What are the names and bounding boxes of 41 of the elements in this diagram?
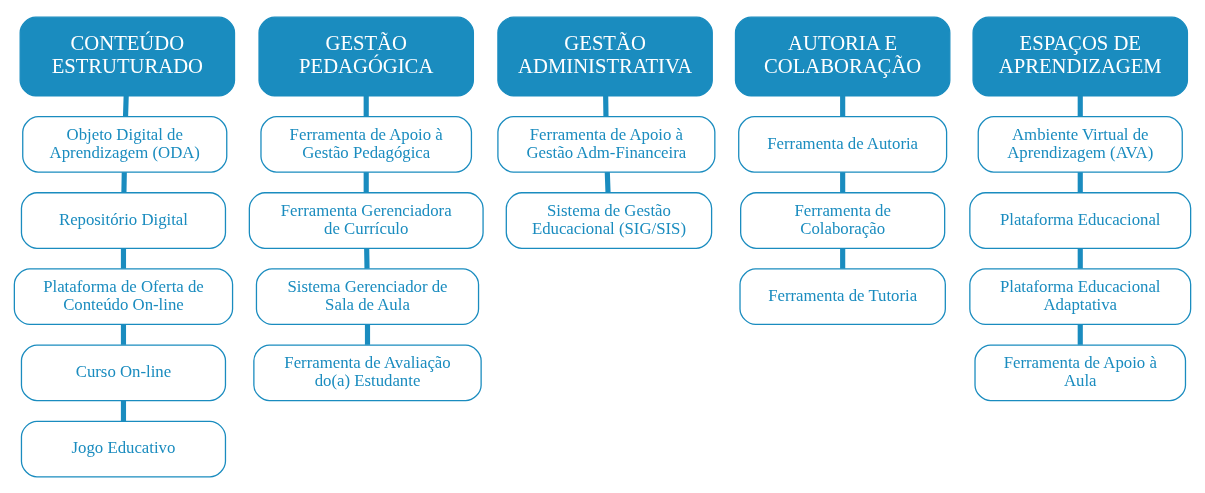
node-box: Plataforma Educacional Adaptativa xyxy=(969,267,1192,325)
connector xyxy=(1077,95,1083,116)
connector xyxy=(1077,324,1083,345)
node-box: Sistema Gerenciador de Sala de Aula xyxy=(255,267,480,325)
connector xyxy=(120,400,127,421)
node-box: Ferramenta Gerenciadora de Currículo xyxy=(248,191,484,249)
connector xyxy=(840,95,846,116)
node-box: Plataforma de Oferta de Conteúdo On-line xyxy=(13,267,234,325)
node-box: Sistema de Gestão Educacional (SIG/SIS) xyxy=(505,191,713,249)
connector xyxy=(603,95,609,116)
node-box: Ferramenta de Apoio à Aula xyxy=(974,344,1187,401)
node-box: Ambiente Virtual de Aprendizagem (AVA) xyxy=(977,115,1183,173)
connector xyxy=(1077,247,1083,269)
node-box: ESPAÇOS DE APRENDIZAGEM xyxy=(972,16,1189,97)
node-box: Jogo Educativo xyxy=(20,420,227,477)
connector xyxy=(840,171,846,192)
node-box: Objeto Digital de Aprendizagem (ODA) xyxy=(22,115,228,173)
node-box: Ferramenta de Apoio à Gestão Adm-Financeira xyxy=(497,115,716,173)
connector xyxy=(122,95,129,117)
node-box: Curso On-line xyxy=(20,344,227,401)
node-box: Repositório Digital xyxy=(20,191,227,249)
connector xyxy=(120,247,127,269)
connector xyxy=(120,324,127,345)
node-box: AUTORIA E COLABORAÇÃO xyxy=(734,16,951,97)
node-box: Ferramenta de Tutoria xyxy=(739,267,946,325)
node-box: GESTÃO ADMINISTRATIVA xyxy=(497,16,713,97)
connector xyxy=(1077,171,1083,192)
node-box: Ferramenta de Apoio à Gestão Pedagógica xyxy=(260,115,473,173)
connector xyxy=(364,324,371,345)
connector xyxy=(363,171,369,192)
node-box: Ferramenta de Autoria xyxy=(738,115,948,173)
connector xyxy=(121,171,127,192)
connector xyxy=(840,247,846,269)
node-box: Ferramenta de Colaboração xyxy=(740,191,946,249)
node-box: GESTÃO PEDAGÓGICA xyxy=(258,16,475,97)
node-box: Ferramenta de Avaliação do(a) Estudante xyxy=(253,344,482,401)
node-box: CONTEÚDO ESTRUTURADO xyxy=(19,16,236,97)
connector xyxy=(364,247,370,269)
connector xyxy=(363,95,369,116)
connector xyxy=(604,171,611,193)
node-box: Plataforma Educacional xyxy=(969,191,1192,249)
